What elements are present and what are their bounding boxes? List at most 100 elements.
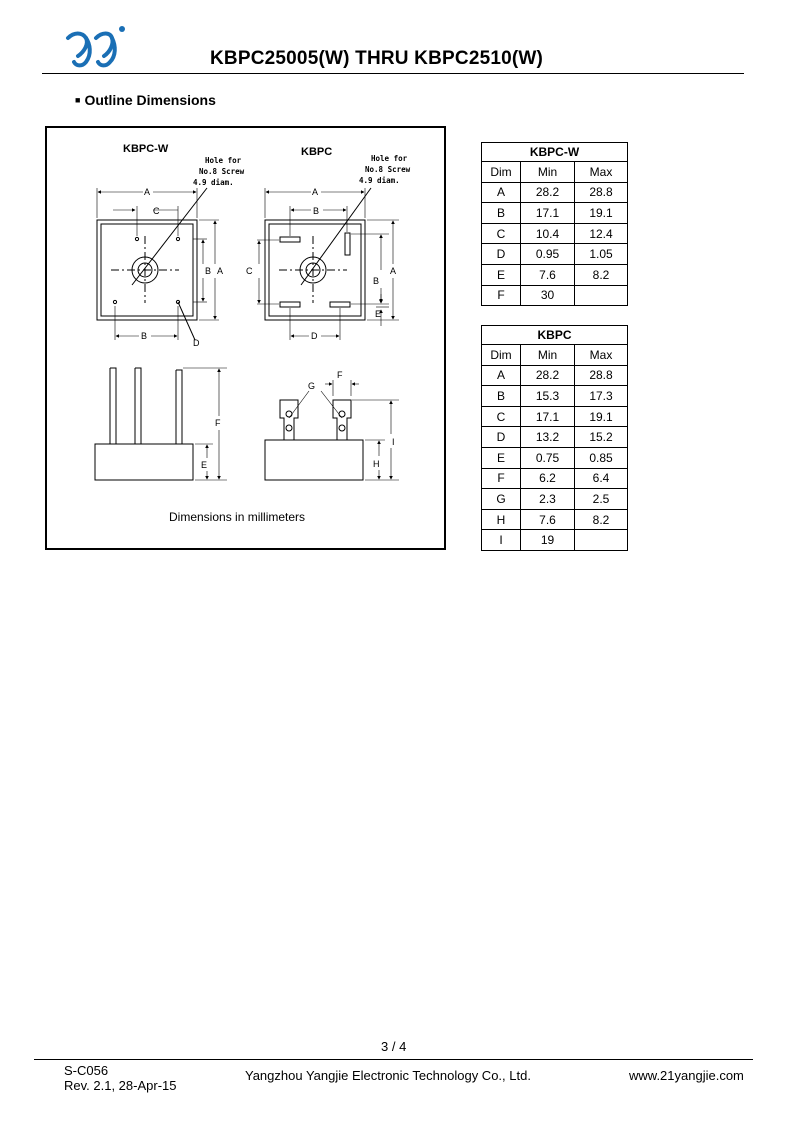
- kbpc-side-letters: G F I H: [308, 370, 395, 469]
- table-cell: 19.1: [574, 202, 628, 224]
- outline-drawing-svg: KBPC-W KBPC Hole for No.8 Screw 4.9 diam…: [94, 143, 411, 524]
- revision-text: Rev. 2.1, 28-Apr-15: [64, 1078, 177, 1093]
- table-cell: E: [481, 263, 521, 286]
- hole-note-line: 4.9 diam.: [359, 176, 400, 185]
- column-header: Max: [574, 344, 628, 366]
- table-cell: 0.95: [520, 243, 575, 265]
- table-row: F 30: [481, 284, 628, 307]
- table-row: B 15.3 17.3: [481, 385, 628, 407]
- section-bullet: ■: [75, 95, 81, 105]
- table-cell: I: [481, 529, 521, 551]
- section-title-text: Outline Dimensions: [84, 92, 216, 108]
- table-row: A 28.2 28.8: [481, 181, 628, 204]
- table-cell: 0.85: [574, 446, 628, 469]
- kbpcw-dimension-table: KBPC-W Dim Min Max A 28.2 28.8 B 17.1 19…: [481, 142, 628, 307]
- kbpcw-side-view: [94, 367, 227, 481]
- table-cell: B: [481, 202, 521, 224]
- kbpcw-label: KBPC-W: [123, 143, 169, 155]
- column-header: Min: [520, 161, 575, 183]
- document-code: S-C056 Rev. 2.1, 28-Apr-15: [64, 1063, 176, 1093]
- table-row: D 0.95 1.05: [481, 243, 628, 265]
- table-title: KBPC-W: [481, 142, 628, 162]
- kbpc-side-view: [264, 380, 399, 481]
- table-cell: 15.2: [574, 426, 628, 448]
- table-cell: 15.3: [520, 385, 575, 407]
- table-cell: 0.75: [520, 446, 575, 469]
- table-row: I 19: [481, 529, 628, 551]
- table-cell: 8.2: [574, 508, 628, 531]
- company-logo: [66, 26, 125, 68]
- dim-letter: F: [337, 370, 343, 380]
- company-name: Yangzhou Yangjie Electronic Technology C…: [245, 1068, 531, 1083]
- table-cell: 6.2: [520, 467, 575, 490]
- dim-letter: A: [144, 187, 150, 197]
- table-cell: [574, 284, 628, 307]
- kbpcw-dimension-letters: A C B D B A: [141, 187, 223, 348]
- table-cell: 12.4: [574, 222, 628, 245]
- table-cell: 19.1: [574, 405, 628, 428]
- column-header: Min: [520, 344, 575, 366]
- dim-letter: B: [205, 266, 211, 276]
- dim-letter: B: [141, 331, 147, 341]
- table-cell: 17.1: [520, 405, 575, 428]
- column-header: Dim: [481, 161, 521, 183]
- dim-letter: H: [373, 459, 380, 469]
- hole-note-line: 4.9 diam.: [193, 178, 234, 187]
- table-cell: H: [481, 508, 521, 531]
- table-cell: G: [481, 488, 521, 510]
- drawing-caption: Dimensions in millimeters: [169, 510, 305, 524]
- table-cell: 2.5: [574, 488, 628, 510]
- table-cell: A: [481, 181, 521, 204]
- table-cell: 19: [520, 529, 575, 551]
- hole-note-line: Hole for: [205, 156, 242, 165]
- table-cell: 28.2: [520, 181, 575, 204]
- table-cell: A: [481, 364, 521, 387]
- table-cell: [574, 529, 628, 551]
- table-cell: 10.4: [520, 222, 575, 245]
- table-row: H 7.6 8.2: [481, 508, 628, 531]
- hole-note-line: No.8 Screw: [199, 167, 245, 176]
- dim-letter: B: [313, 206, 319, 216]
- dim-letter: A: [312, 187, 318, 197]
- kbpcw-top-view: [96, 187, 219, 341]
- kbpc-dimension-letters: A B D C B A E: [246, 187, 396, 341]
- table-cell: 13.2: [520, 426, 575, 448]
- table-cell: 7.6: [520, 508, 575, 531]
- dim-letter: B: [373, 276, 379, 286]
- kbpc-label: KBPC: [301, 146, 332, 158]
- dim-letter: C: [153, 206, 160, 216]
- table-cell: D: [481, 426, 521, 448]
- table-cell: F: [481, 467, 521, 490]
- doc-code-text: S-C056: [64, 1063, 109, 1078]
- table-cell: 2.3: [520, 488, 575, 510]
- header-divider: [42, 73, 744, 74]
- table-cell: B: [481, 385, 521, 407]
- table-cell: C: [481, 405, 521, 428]
- dim-letter: G: [308, 381, 315, 391]
- dim-letter: E: [375, 309, 381, 319]
- outline-drawing: KBPC-W KBPC Hole for No.8 Screw 4.9 diam…: [45, 126, 446, 550]
- table-cell: E: [481, 446, 521, 469]
- table-title: KBPC: [481, 325, 628, 345]
- dim-letter: D: [193, 338, 200, 348]
- document-title: KBPC25005(W) THRU KBPC2510(W): [210, 48, 544, 69]
- dim-letter: I: [392, 437, 395, 447]
- dim-letter: F: [215, 418, 221, 428]
- company-url: www.21yangjie.com: [629, 1068, 744, 1083]
- table-cell: C: [481, 222, 521, 245]
- table-cell: F: [481, 284, 521, 307]
- section-heading: ■Outline Dimensions: [75, 92, 216, 108]
- table-cell: 8.2: [574, 263, 628, 286]
- table-cell: 17.3: [574, 385, 628, 407]
- hole-note-kbpcw: Hole for No.8 Screw 4.9 diam.: [193, 156, 245, 187]
- hole-note-line: No.8 Screw: [365, 165, 411, 174]
- page-number: 3 / 4: [381, 1039, 407, 1054]
- footer-divider: [34, 1059, 753, 1060]
- table-row: C 10.4 12.4: [481, 222, 628, 245]
- table-cell: 28.8: [574, 364, 628, 387]
- dim-letter: C: [246, 266, 253, 276]
- column-header: Max: [574, 161, 628, 183]
- table-cell: 28.2: [520, 364, 575, 387]
- table-row: D 13.2 15.2: [481, 426, 628, 448]
- table-row: G 2.3 2.5: [481, 488, 628, 510]
